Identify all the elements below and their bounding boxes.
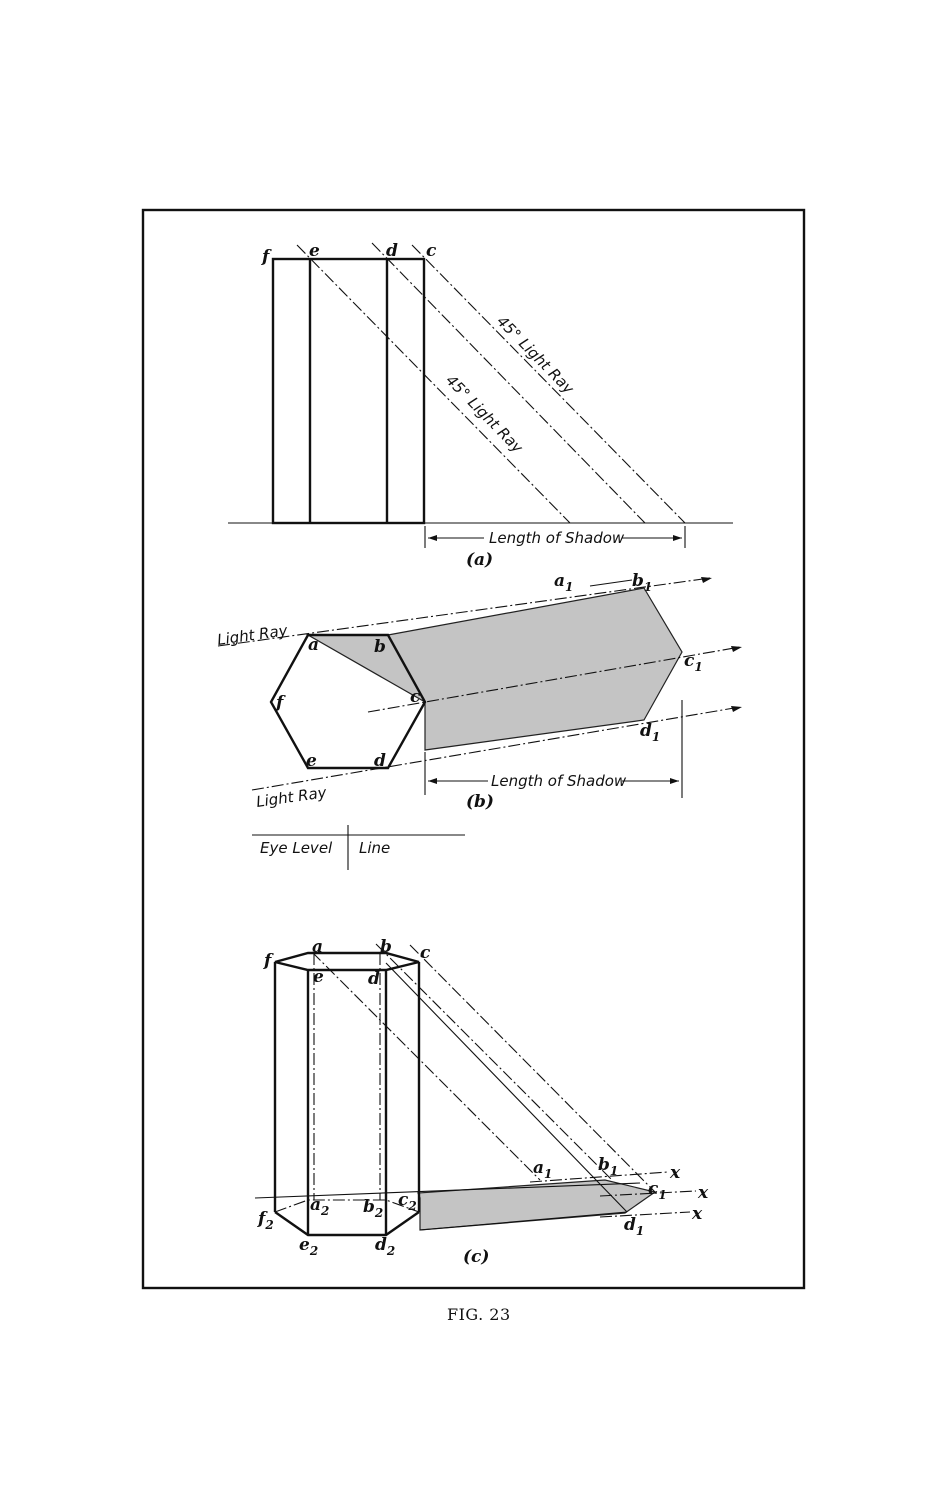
dim-arrow-left-b bbox=[428, 778, 437, 784]
ray-arrow-mid bbox=[731, 646, 742, 652]
light-ray-e bbox=[296, 244, 571, 524]
prism-elevation bbox=[271, 257, 426, 525]
axis-label-x2: x bbox=[697, 1183, 709, 1203]
figure-frame bbox=[141, 208, 806, 1290]
top-hexagon bbox=[274, 951, 420, 972]
x-line-3 bbox=[599, 1211, 691, 1218]
ray-label-upper: 45° Light Ray bbox=[493, 312, 578, 398]
ray-arrow-bottom bbox=[731, 706, 742, 712]
base-visible-edges bbox=[274, 1211, 420, 1237]
hexagon-plan bbox=[269, 633, 427, 770]
base-hidden-edges bbox=[274, 1199, 420, 1213]
ray-a bbox=[311, 951, 541, 1181]
x-line-1 bbox=[529, 1171, 669, 1183]
label-c: c bbox=[410, 687, 421, 707]
ray-arrow-top bbox=[701, 577, 712, 583]
panel-b: a b c d e f a1 b1 c1 d1 Light Ray Light … bbox=[216, 571, 742, 870]
label-c1: c1 bbox=[684, 651, 703, 674]
label-f: f bbox=[261, 247, 272, 267]
figure-caption: FIG. 23 bbox=[447, 1305, 511, 1324]
label-e: e bbox=[313, 967, 324, 987]
label-d: d bbox=[374, 751, 386, 771]
label-d: d bbox=[368, 969, 380, 989]
ray-label-top: Light Ray bbox=[216, 621, 290, 649]
x-line-2 bbox=[599, 1190, 697, 1197]
label-c1: c1 bbox=[648, 1179, 667, 1202]
label-e: e bbox=[309, 241, 320, 261]
label-f2: f2 bbox=[257, 1209, 274, 1232]
label-a: a bbox=[312, 937, 323, 957]
part-label-b: (b) bbox=[466, 792, 494, 812]
light-ray-c bbox=[411, 244, 686, 524]
axis-label-x3: x bbox=[691, 1204, 703, 1224]
dim-arrow-right bbox=[673, 535, 682, 541]
label-c: c bbox=[426, 241, 437, 261]
label-f: f bbox=[275, 693, 286, 713]
shadow-length-label-b: Length of Shadow bbox=[491, 772, 627, 790]
dim-arrow-right-b bbox=[670, 778, 679, 784]
ray-b-pair bbox=[385, 962, 628, 1213]
axis-label-x1: x bbox=[669, 1163, 681, 1183]
ray-b bbox=[375, 943, 613, 1181]
label-a1: a1 bbox=[533, 1158, 552, 1181]
dim-arrow-left bbox=[428, 535, 437, 541]
label-a2: a2 bbox=[310, 1195, 329, 1218]
eye-level-label: Eye Level bbox=[260, 839, 333, 857]
label-e2: e2 bbox=[299, 1235, 318, 1258]
label-d1: d1 bbox=[624, 1215, 644, 1238]
label-b1: b1 bbox=[598, 1155, 618, 1178]
label-b: b bbox=[380, 937, 392, 957]
panel-c: f a b c e d a2 b2 c2 d2 e2 f2 a1 b1 c1 d… bbox=[254, 937, 709, 1267]
ray-label-lower: 45° Light Ray bbox=[442, 371, 527, 457]
light-ray-top bbox=[217, 577, 711, 647]
label-d2: d2 bbox=[375, 1235, 395, 1258]
light-ray-bottom bbox=[251, 706, 741, 791]
label-d1: d1 bbox=[640, 721, 660, 744]
label-f: f bbox=[263, 951, 274, 971]
a1-b1-arrow bbox=[589, 579, 633, 587]
label-b1: b1 bbox=[632, 571, 652, 594]
ray-c bbox=[409, 944, 656, 1193]
label-c: c bbox=[420, 943, 431, 963]
label-a: a bbox=[308, 635, 319, 655]
panel-a: f e d c 45° Light Ray 45° Light Ray Leng… bbox=[228, 241, 733, 570]
label-d: d bbox=[386, 241, 398, 261]
line-label: Line bbox=[359, 839, 390, 857]
label-c2: c2 bbox=[398, 1190, 417, 1213]
light-ray-d bbox=[371, 242, 646, 524]
horizon-line bbox=[254, 1182, 641, 1199]
label-b: b bbox=[374, 637, 386, 657]
shadow-edge bbox=[419, 1211, 628, 1231]
label-e: e bbox=[306, 751, 317, 771]
light-ray-mid bbox=[367, 646, 741, 713]
ray-label-bottom: Light Ray bbox=[255, 783, 329, 811]
part-label-a: (a) bbox=[466, 550, 493, 570]
shadow-length-label: Length of Shadow bbox=[489, 529, 625, 547]
label-a1: a1 bbox=[554, 571, 573, 594]
part-label-c: (c) bbox=[463, 1247, 489, 1267]
shadow-area bbox=[305, 587, 683, 751]
label-b2: b2 bbox=[363, 1197, 383, 1220]
